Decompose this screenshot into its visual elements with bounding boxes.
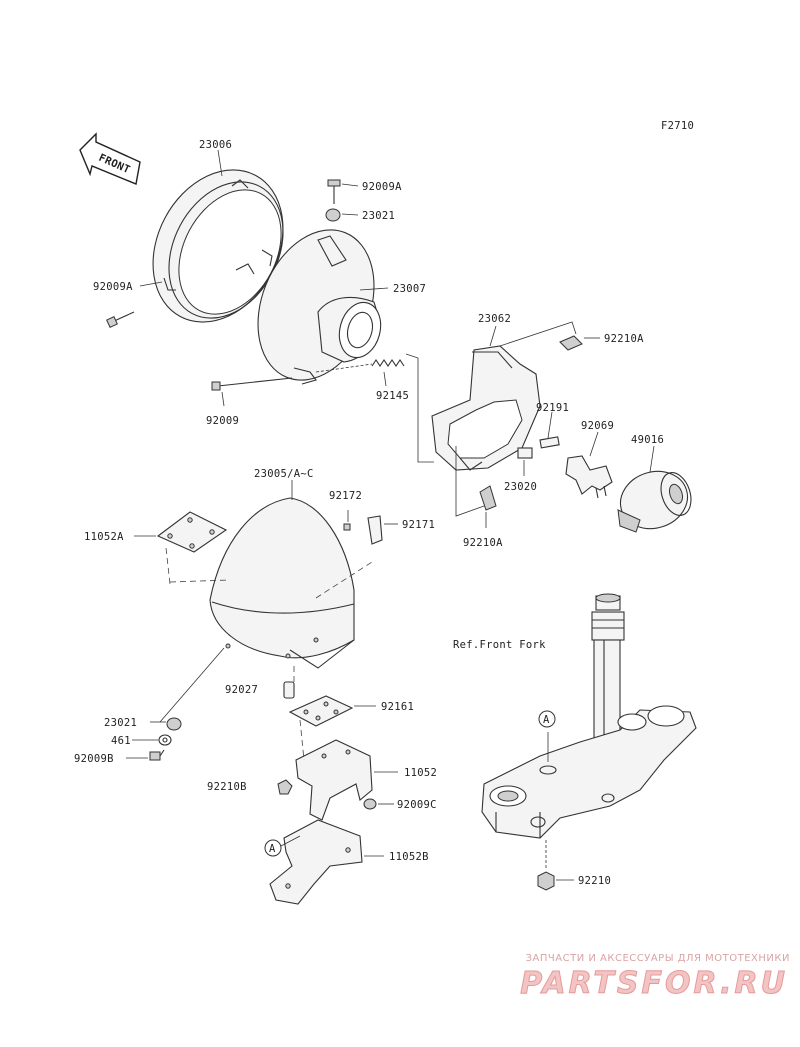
screw-92009b [149, 749, 165, 761]
bracket-11052 [295, 739, 373, 821]
bolt-92009c [363, 798, 377, 810]
screw-92009 [211, 377, 293, 391]
front-direction-arrow: FRONT [79, 132, 141, 185]
part-label-11052: 11052 [404, 767, 437, 779]
part-label-23007: 23007 [393, 283, 426, 295]
socket-23020 [517, 447, 533, 459]
callout-a-fork-label: A [543, 714, 550, 726]
headlight-cowl-23005 [209, 497, 355, 669]
part-label-92171: 92171 [402, 519, 435, 531]
part-label-92009b: 92009B [74, 753, 114, 765]
part-label-49016: 49016 [631, 434, 664, 446]
watermark-logo: PARTSFOR.RU [520, 966, 788, 1002]
reference-note: Ref.Front Fork [453, 639, 546, 651]
screw-92172 [343, 523, 351, 531]
figure-code: F2710 [661, 120, 694, 132]
watermark-caption: ЗАПЧАСТИ И АКСЕССУАРЫ ДЛЯ МОТОТЕХНИКИ [525, 953, 790, 964]
callout-a-fork: A [538, 710, 556, 728]
part-label-92210a-bottom: 92210A [463, 537, 503, 549]
part-label-92210b: 92210B [207, 781, 247, 793]
headlight-housing-23007 [257, 229, 382, 385]
part-label-23006: 23006 [199, 139, 232, 151]
part-label-92145: 92145 [376, 390, 409, 402]
nut-92210 [537, 871, 555, 891]
nut-92210b [277, 779, 293, 795]
part-label-23020: 23020 [504, 481, 537, 493]
part-label-92172: 92172 [329, 490, 362, 502]
part-label-92009: 92009 [206, 415, 239, 427]
bracket-11052b [269, 819, 363, 905]
collar-23021-low [166, 717, 182, 731]
part-label-23021-low: 23021 [104, 717, 137, 729]
part-label-23062: 23062 [478, 313, 511, 325]
part-label-92069: 92069 [581, 420, 614, 432]
bulb-cover-49016 [617, 470, 692, 533]
part-label-11052a: 11052A [84, 531, 124, 543]
pin-92191 [539, 436, 560, 449]
collar-23021-top [325, 208, 341, 222]
part-label-461: 461 [111, 735, 131, 747]
bulb-92069 [565, 455, 613, 499]
washer-461 [158, 734, 172, 746]
lower-triple-clamp [481, 705, 697, 839]
part-label-92191: 92191 [536, 402, 569, 414]
spring-92145 [371, 359, 405, 367]
part-label-23005: 23005/A~C [254, 468, 314, 480]
part-label-92009a-left: 92009A [93, 281, 133, 293]
callout-a-bracket: A [264, 839, 282, 857]
plate-92161 [288, 695, 354, 727]
screw-92009a-left [106, 311, 135, 328]
clip-92171 [367, 515, 383, 545]
part-label-92210a-right: 92210A [604, 333, 644, 345]
screw-92009a-top [327, 179, 341, 204]
pad-92210a-bottom [479, 485, 497, 511]
part-label-92009a-top: 92009A [362, 181, 402, 193]
part-label-11052b: 11052B [389, 851, 429, 863]
damper-92027 [283, 681, 295, 699]
part-label-92161: 92161 [381, 701, 414, 713]
headlight-bracket-23062 [431, 345, 541, 471]
part-label-92027: 92027 [225, 684, 258, 696]
bracket-11052a [156, 511, 228, 585]
callout-a-bracket-label: A [269, 843, 276, 855]
pad-92210a-right [559, 335, 583, 351]
part-label-23021-top: 23021 [362, 210, 395, 222]
part-label-92009c: 92009C [397, 799, 437, 811]
part-label-92210: 92210 [578, 875, 611, 887]
